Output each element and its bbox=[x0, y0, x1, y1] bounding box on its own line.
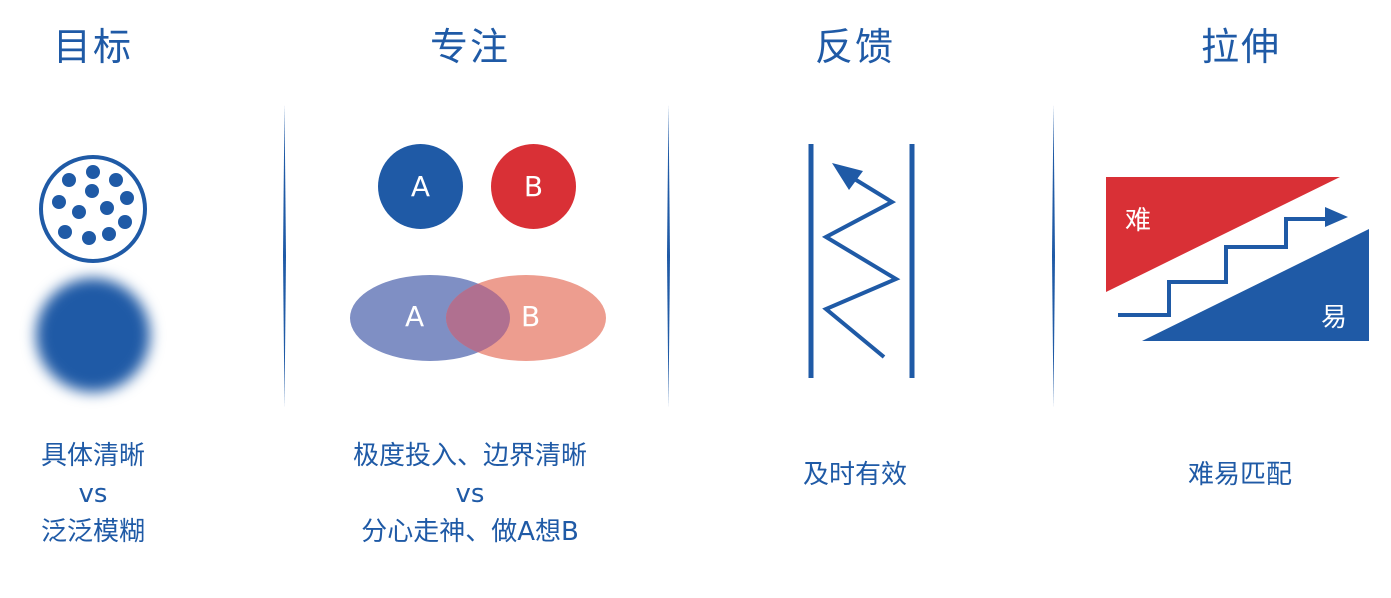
caption-focus: 极度投入、边界清晰 vs 分心走神、做A想B bbox=[352, 441, 587, 547]
caption-stretch: 难易匹配 bbox=[1187, 460, 1292, 490]
easy-label: 易 bbox=[1321, 303, 1348, 333]
circle-b: B bbox=[491, 144, 576, 229]
title-feedback: 反馈 bbox=[814, 25, 895, 69]
circle-a: A bbox=[378, 144, 463, 229]
ellipse-label-b: B bbox=[521, 300, 541, 333]
caption-feedback: 及时有效 bbox=[802, 460, 907, 490]
overlapping-ellipses-icon bbox=[350, 275, 606, 361]
title-stretch: 拉伸 bbox=[1200, 25, 1281, 69]
caption-goal: 具体清晰 vs 泛泛模糊 bbox=[40, 441, 145, 547]
divider-1 bbox=[283, 104, 286, 408]
hard-label: 难 bbox=[1125, 206, 1152, 236]
ellipse-label-a: A bbox=[405, 300, 425, 333]
blurred-circle-icon bbox=[36, 278, 150, 392]
divider-2 bbox=[667, 104, 670, 408]
difficulty-triangles-icon bbox=[1106, 177, 1369, 341]
title-focus: 专注 bbox=[429, 25, 510, 69]
title-goal: 目标 bbox=[52, 25, 133, 69]
divider-3 bbox=[1052, 104, 1055, 408]
dotted-circle-icon bbox=[39, 155, 147, 263]
zigzag-arrow-icon bbox=[808, 144, 915, 378]
